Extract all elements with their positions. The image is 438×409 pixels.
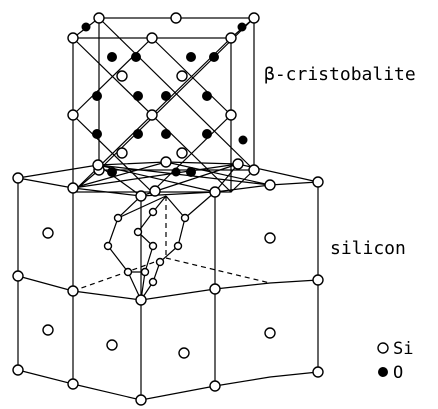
o-atoms [81, 22, 248, 177]
legend: Si O [377, 339, 413, 383]
si-atoms [12, 12, 324, 406]
legend-o-symbol [378, 367, 388, 377]
cristobalite-label: β-cristobalite [264, 64, 416, 85]
legend-o-label: O [393, 363, 403, 383]
silicon-lattice [17, 161, 319, 401]
legend-si-label: Si [393, 339, 413, 359]
silicon-label: silicon [330, 238, 406, 259]
legend-si-symbol [377, 342, 389, 354]
